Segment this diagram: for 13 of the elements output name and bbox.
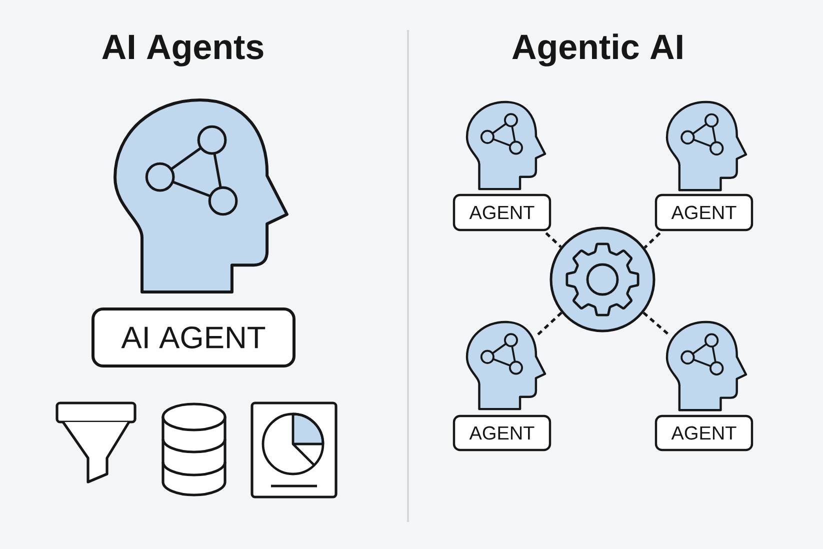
heading: Agentic AI [512, 34, 682, 66]
dashed-line [536, 312, 562, 336]
label-box: AGENT [452, 194, 552, 232]
label-box: AI AGENT [92, 308, 296, 368]
head-icon [666, 320, 748, 412]
dashed-line [545, 232, 562, 248]
heading: AI Agents [102, 34, 264, 66]
dashed-line [642, 312, 669, 335]
label-box: AGENT [452, 414, 552, 452]
label-box: AGENT [654, 414, 754, 452]
dashed-line [644, 232, 661, 249]
label-box: AGENT [654, 194, 754, 232]
head-icon [466, 320, 546, 410]
